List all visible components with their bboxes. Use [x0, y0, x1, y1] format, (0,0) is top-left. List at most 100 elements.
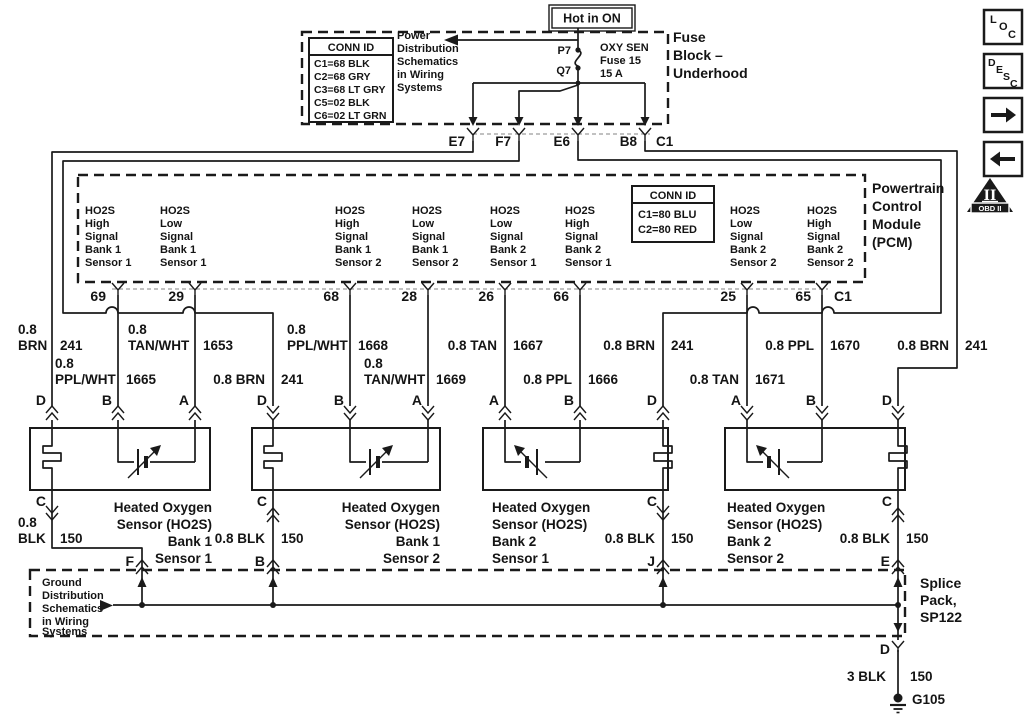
note-right-arrowhead-icon [100, 600, 113, 611]
terminal-letter: B [102, 392, 112, 408]
connector-c1: C1 [656, 134, 674, 149]
sensor-name: Heated Oxygen [727, 500, 825, 515]
svg-text:Bank 1: Bank 1 [335, 244, 371, 256]
sensor2-ho2s-bank1-sensor2: C 0.8 BLK 150 B Heated Oxygen Sensor (HO… [215, 427, 441, 605]
d-connector-chevron [891, 640, 905, 652]
connector-e7: E7 [448, 134, 465, 149]
sensor-name: Heated Oxygen [114, 500, 212, 515]
fuse-block-dashed-box [300, 30, 670, 126]
svg-text:Signal: Signal [490, 231, 523, 243]
svg-text:Sensor 2: Sensor 2 [335, 257, 381, 269]
sensor-name: Bank 2 [727, 534, 771, 549]
c-terminal-chevron [266, 506, 280, 523]
f7-drop-wire [518, 84, 579, 118]
pcm-label: Powertrain [872, 180, 944, 196]
terminal-letter: D [257, 392, 267, 408]
svg-text:Signal: Signal [412, 231, 445, 243]
svg-text:0.8: 0.8 [364, 356, 383, 371]
sensor-name: Bank 1 [168, 534, 213, 549]
next-button[interactable] [982, 96, 1024, 134]
pin-number: 29 [168, 288, 184, 304]
conn-id-row: C5=02 BLK [314, 97, 370, 109]
svg-text:0.8: 0.8 [55, 356, 74, 371]
svg-text:Bank 2: Bank 2 [807, 244, 843, 256]
b8-feed-to-sensor4 [644, 141, 958, 406]
ground-circuit: 150 [671, 531, 694, 546]
desc-button[interactable]: D E S C [982, 52, 1024, 90]
svg-text:TAN/WHT: TAN/WHT [364, 372, 426, 387]
fuse-name: Fuse 15 [600, 55, 641, 67]
svg-text:241: 241 [60, 338, 83, 353]
ground-wire-label: 0.8 BLK [605, 531, 656, 546]
variable-arrow [127, 447, 159, 479]
ground-wire-label: BLK [18, 531, 46, 546]
variable-arrowhead-icon [514, 445, 525, 456]
obd2-banner [970, 202, 1010, 214]
down-arrowhead-icon [893, 623, 903, 632]
svg-text:Sensor 1: Sensor 1 [160, 257, 206, 269]
sensor-name: Heated Oxygen [342, 500, 440, 515]
connector-f7: F7 [495, 134, 511, 149]
svg-text:241: 241 [671, 338, 694, 353]
ground-circuit: 150 [906, 531, 929, 546]
c-terminal-letter: C [36, 493, 46, 509]
pcm-label: Module [872, 216, 921, 232]
connector-e6: E6 [553, 134, 570, 149]
pcm-section: Powertrain Control Module (PCM) CONN ID … [76, 173, 944, 304]
note-line: Distribution [42, 590, 104, 602]
desc-letter: S [1003, 71, 1010, 83]
svg-text:0.8: 0.8 [18, 322, 37, 337]
svg-text:High: High [565, 218, 590, 230]
svg-text:Low: Low [490, 218, 512, 230]
svg-text:Signal: Signal [335, 231, 368, 243]
fuse-block-label: Block – [673, 47, 723, 63]
splice-pack-dashed-box [28, 568, 907, 638]
hot-in-on-box [551, 7, 633, 29]
svg-text:Bank 2: Bank 2 [730, 244, 766, 256]
junction-dot [660, 602, 666, 608]
fuse-block-label: Underhood [673, 65, 748, 81]
svg-text:1669: 1669 [436, 372, 466, 387]
fuse-block-label: Fuse [673, 29, 706, 45]
svg-text:Low: Low [160, 218, 182, 230]
splice-pack-label: Splice [920, 575, 961, 591]
splice-pack-label: SP122 [920, 609, 962, 625]
svg-text:1668: 1668 [358, 338, 389, 353]
pin-number: 68 [323, 288, 339, 304]
splice-chevron [266, 558, 280, 575]
sensor-name: Heated Oxygen [492, 500, 590, 515]
loc-letter: C [1008, 29, 1016, 41]
e7-feed-to-sensor1 [51, 141, 474, 406]
variable-arrowhead-icon [756, 445, 767, 456]
left-arrowhead-icon [444, 34, 458, 46]
svg-text:0.8 PPL: 0.8 PPL [765, 338, 814, 353]
svg-text:Signal: Signal [85, 231, 118, 243]
svg-text:Signal: Signal [730, 231, 763, 243]
ground-wire-label: 0.8 [18, 515, 37, 530]
obd2-numeral: II [984, 188, 997, 204]
loc-button[interactable]: L O C [982, 8, 1024, 46]
sensor-cell-wires [117, 428, 196, 463]
ground-circuit: 150 [281, 531, 304, 546]
splice-chevron [656, 558, 670, 575]
sensor3-ho2s-bank2-sensor1: C 0.8 BLK 150 J Heated Oxygen Sensor (HO… [482, 427, 694, 605]
ground-wire-label: 0.8 BLK [840, 531, 891, 546]
sensor-cell-wires [746, 428, 823, 463]
junction-dot [270, 602, 276, 608]
svg-text:HO2S: HO2S [807, 205, 837, 217]
svg-text:1665: 1665 [126, 372, 157, 387]
terminal-letter: A [412, 392, 422, 408]
svg-text:0.8 BRN: 0.8 BRN [213, 372, 265, 387]
back-button[interactable] [982, 140, 1024, 178]
